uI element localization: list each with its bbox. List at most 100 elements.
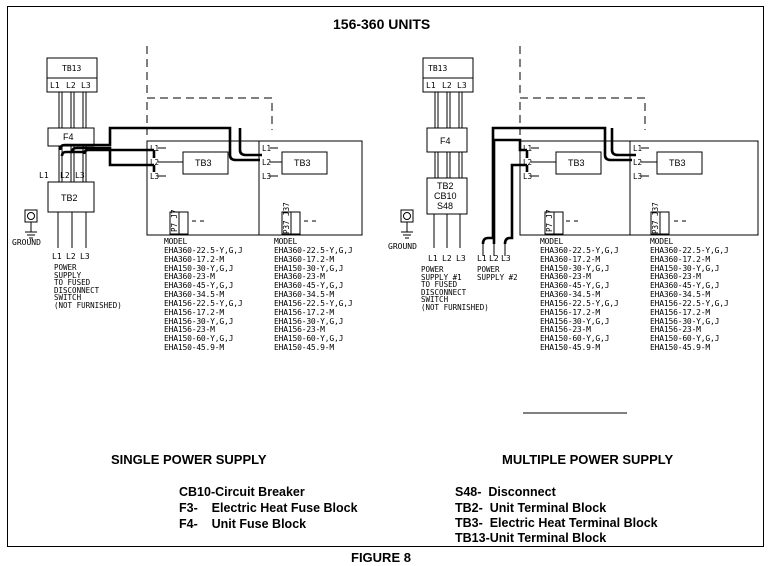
bottom2-l2-multiple: L2 xyxy=(489,254,499,263)
power-note-line: SUPPLY #1 xyxy=(421,272,462,282)
plug-b-single: P37 J37 xyxy=(282,202,291,234)
bottom1-l2-multiple: L2 xyxy=(442,254,452,263)
bottom2-l3-multiple: L3 xyxy=(501,254,511,263)
model-item: EHA150-45.9-M xyxy=(540,343,601,353)
model-list-single-a: MODEL EHA360-22.5-Y,G,J EHA360-17.2-M EH… xyxy=(164,237,243,353)
tb13-l3-multiple: L3 xyxy=(457,81,467,90)
model-item: EHA156-22.5-Y,G,J xyxy=(650,298,729,308)
tb13-l1-multiple: L1 xyxy=(426,81,436,90)
model-item: EHA360-22.5-Y,G,J xyxy=(274,245,353,255)
model-item: EHA156-17.2-M xyxy=(650,307,711,317)
power-note-multiple-1: POWER SUPPLY #1 TO FUSED DISCONNECT SWIT… xyxy=(421,266,489,312)
power-note-line: TO FUSED xyxy=(54,278,91,288)
s48-label-multiple: S48 xyxy=(437,201,453,211)
model-item: EHA360-23-M xyxy=(274,272,325,282)
plug-b-multiple: P37 J37 xyxy=(651,202,660,234)
term-b-l2-multiple: L2 xyxy=(633,158,642,167)
model-item: EHA360-17.2-M xyxy=(540,254,601,264)
model-item: EHA360-17.2-M xyxy=(274,254,335,264)
power-note-line: POWER xyxy=(54,263,77,272)
power-note-line: (NOT FURNISHED) xyxy=(421,302,489,312)
tb13-l2-single: L2 xyxy=(66,81,76,90)
power-note-line: SUPPLY xyxy=(54,270,82,280)
model-title: MODEL xyxy=(164,237,188,246)
model-item: EHA156-22.5-Y,G,J xyxy=(164,298,243,308)
tb13-label-single: TB13 xyxy=(62,64,81,73)
power-note-line: TO FUSED xyxy=(421,280,458,290)
model-item: EHA360-34.5-M xyxy=(164,290,225,300)
model-item: EHA360-22.5-Y,G,J xyxy=(540,245,619,255)
tb13-l1-single: L1 xyxy=(50,81,60,90)
model-item: EHA156-23-M xyxy=(540,325,591,335)
multiple-power-heading: MULTIPLE POWER SUPPLY xyxy=(502,452,674,467)
plug-a-single: P7 J7 xyxy=(170,209,179,232)
ground-label-single: GROUND xyxy=(12,238,41,247)
tb2-label-single: TB2 xyxy=(61,193,78,203)
bottom2-l1-multiple: L1 xyxy=(477,254,487,263)
tb2-box-single xyxy=(47,181,95,213)
model-item: EHA156-30-Y,G,J xyxy=(650,316,720,326)
bottom-l1-single: L1 xyxy=(52,252,62,261)
model-item: EHA150-45.9-M xyxy=(274,343,335,353)
model-item: EHA150-30-Y,G,J xyxy=(274,263,344,273)
model-item: EHA156-17.2-M xyxy=(540,307,601,317)
power-note-line: POWER xyxy=(477,265,500,274)
plug-a-multiple: P7 J7 xyxy=(545,209,554,232)
term-a-l2-multiple: L2 xyxy=(523,158,532,167)
model-item: EHA360-34.5-M xyxy=(650,290,711,300)
f4-label-multiple: F4 xyxy=(440,136,451,146)
f4-label-single: F4 xyxy=(63,132,74,142)
cb10-label-multiple: CB10 xyxy=(434,191,457,201)
power-note-line: SUPPLY #2 xyxy=(477,272,518,282)
model-item: EHA360-23-M xyxy=(540,272,591,282)
model-item: EHA360-45-Y,G,J xyxy=(650,281,720,291)
term-a-l3-multiple: L3 xyxy=(523,172,532,181)
power-note-single: POWER SUPPLY TO FUSED DISCONNECT SWITCH … xyxy=(54,264,122,310)
legend-s48: S48- Disconnect xyxy=(455,485,556,499)
bottom1-l3-multiple: L3 xyxy=(456,254,466,263)
ground-label-multiple: GROUND xyxy=(388,242,417,251)
tb13-label-multiple: TB13 xyxy=(428,64,447,73)
tb2-l1-single: L1 xyxy=(39,171,49,180)
tb2-l2-single: L2 xyxy=(60,171,70,180)
term-a-l3-single: L3 xyxy=(150,172,159,181)
legend-tb2: TB2- Unit Terminal Block xyxy=(455,501,607,515)
model-item: EHA360-23-M xyxy=(164,272,215,282)
model-item: EHA150-30-Y,G,J xyxy=(164,263,234,273)
model-item: EHA360-34.5-M xyxy=(274,290,335,300)
bottom1-l1-multiple: L1 xyxy=(428,254,438,263)
model-title: MODEL xyxy=(274,237,298,246)
legend-cb10: CB10-Circuit Breaker xyxy=(179,485,305,499)
tb13-box-multiple xyxy=(422,57,474,93)
power-note-line: POWER xyxy=(421,265,444,274)
model-item: EHA156-23-M xyxy=(650,325,701,335)
heater-box-single-b xyxy=(258,140,363,236)
model-item: EHA150-60-Y,G,J xyxy=(274,334,344,344)
model-item: EHA360-45-Y,G,J xyxy=(274,281,344,291)
power-note-multiple-2: POWER SUPPLY #2 xyxy=(477,266,518,281)
model-item: EHA150-45.9-M xyxy=(650,343,711,353)
model-item: EHA156-23-M xyxy=(274,325,325,335)
model-list-multiple-b: MODEL EHA360-22.5-Y,G,J EHA360-17.2-M EH… xyxy=(650,237,729,353)
model-item: EHA156-23-M xyxy=(164,325,215,335)
model-list-multiple-a: MODEL EHA360-22.5-Y,G,J EHA360-17.2-M EH… xyxy=(540,237,619,353)
model-item: EHA360-22.5-Y,G,J xyxy=(164,245,243,255)
model-item: EHA150-60-Y,G,J xyxy=(540,334,610,344)
model-list-single-b: MODEL EHA360-22.5-Y,G,J EHA360-17.2-M EH… xyxy=(274,237,353,353)
heater-box-multiple-b xyxy=(629,140,759,236)
power-note-line: DISCONNECT xyxy=(54,285,100,295)
model-item: EHA150-30-Y,G,J xyxy=(650,263,720,273)
model-item: EHA360-17.2-M xyxy=(164,254,225,264)
page-title: 156-360 UNITS xyxy=(333,16,431,32)
model-item: EHA360-45-Y,G,J xyxy=(164,281,234,291)
tb3-a-label-single: TB3 xyxy=(195,158,212,168)
tb13-l3-single: L3 xyxy=(81,81,91,90)
model-item: EHA150-60-Y,G,J xyxy=(164,334,234,344)
bottom-l3-single: L3 xyxy=(80,252,90,261)
tb3-b-label-single: TB3 xyxy=(294,158,311,168)
tb13-box-single xyxy=(46,57,98,93)
figure-caption: FIGURE 8 xyxy=(351,550,411,565)
model-item: EHA156-22.5-Y,G,J xyxy=(540,298,619,308)
term-b-l1-multiple: L1 xyxy=(633,144,642,153)
